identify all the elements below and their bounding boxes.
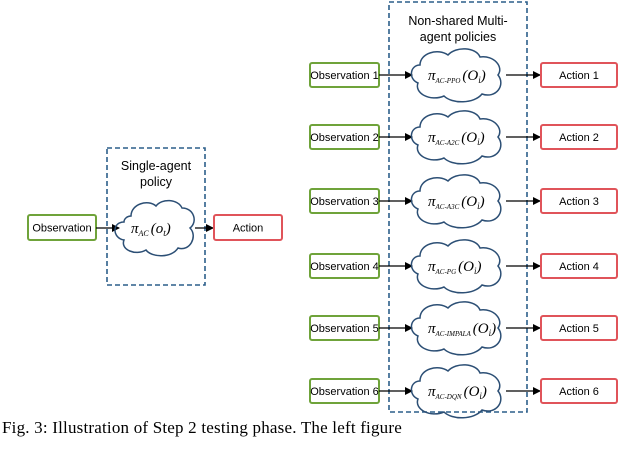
observation-label-3: Observation 3 [310,196,378,208]
action-box-1 [540,62,618,88]
action-box-6 [540,378,618,404]
observation-label-1: Observation 1 [310,70,378,82]
policy-cloud-1 [410,48,502,103]
observation-label-4: Observation 4 [310,261,378,273]
action-label-6: Action 6 [559,386,599,398]
single-observation-label: Observation [32,223,91,235]
action-box-3 [540,188,618,214]
action-label-3: Action 3 [559,196,599,208]
single-agent-title-line-1: Single-agent [121,159,192,173]
policy-cloud-3 [410,174,502,229]
single-action-box [213,214,283,241]
observation-label-6: Observation 6 [310,386,378,398]
policy-cloud-5 [410,301,502,356]
policy-cloud-4 [410,239,502,294]
policy-formula-2: πAC-A2C(Oi) [428,130,485,147]
multi-agent-title-line-1: Non-shared Multi- [408,14,507,28]
observation-label-5: Observation 5 [310,323,378,335]
policy-formula-1: πAC-PPO(Oi) [428,68,486,85]
single-action-label: Action [233,223,264,235]
action-label-4: Action 4 [559,261,599,273]
policy-cloud-6 [410,364,502,419]
action-label-2: Action 2 [559,132,599,144]
single-policy-cloud [114,199,195,257]
policy-formula-4: πAC-PG(Oi) [428,259,481,276]
single-policy-formula: πAC(ot) [131,221,171,238]
policy-cloud-2 [410,110,502,165]
action-label-5: Action 5 [559,323,599,335]
figure-caption: Fig. 3: Illustration of Step 2 testing p… [2,418,402,437]
action-box-5 [540,315,618,341]
action-box-2 [540,124,618,150]
multi-agent-title-line-2: agent policies [420,30,496,44]
observation-label-2: Observation 2 [310,132,378,144]
policy-formula-5: πAC-IMPALA(Oi) [428,321,496,338]
action-box-4 [540,253,618,279]
multi-agent-dashed-frame [388,1,528,413]
single-agent-dashed-frame [106,147,206,286]
policy-formula-6: πAC-DQN(Oi) [428,384,487,401]
single-agent-title-line-2: policy [140,175,173,189]
policy-formula-3: πAC-A3C(Oi) [428,194,485,211]
action-label-1: Action 1 [559,70,599,82]
